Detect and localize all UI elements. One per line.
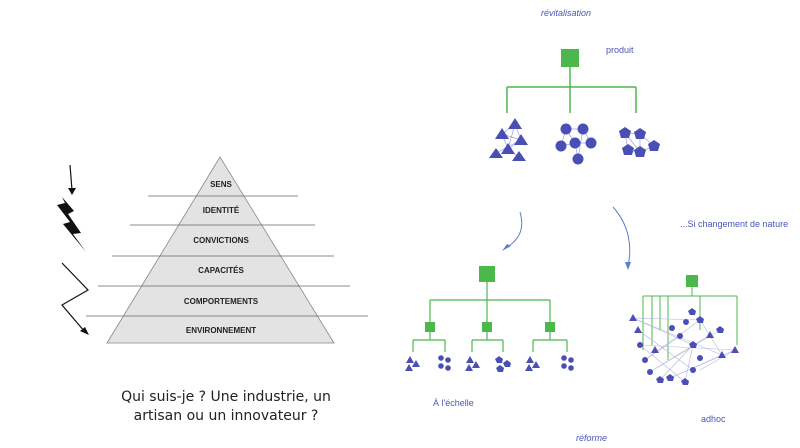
question-line-2: artisan ou un innovateur ?	[133, 408, 319, 424]
lightning-bolt-icon	[57, 197, 86, 252]
pyramid-level-comportements: COMPORTEMENTS	[184, 297, 259, 306]
pyramid-level-capacites: CAPACITÉS	[198, 266, 244, 275]
arrow-to-echelle	[505, 211, 523, 249]
adhoc-network	[629, 275, 739, 385]
question-line-1: Qui suis-je ? Une industrie, un	[121, 389, 331, 405]
label-a-l-echelle: À l'échelle	[433, 398, 474, 408]
question-text: Qui suis-je ? Une industrie, un artisan …	[100, 388, 352, 426]
triangle-cluster	[489, 118, 528, 161]
zigzag-arrow-head	[80, 327, 89, 335]
label-adhoc: adhoc	[701, 414, 726, 424]
top-product-node	[561, 49, 579, 67]
label-revitalisation: révitalisation	[541, 8, 592, 18]
top-tree	[489, 49, 660, 165]
left-arrows	[57, 164, 89, 335]
circle-cluster	[555, 123, 597, 165]
pentagon-cluster	[619, 127, 660, 157]
pyramid-level-sens: SENS	[210, 180, 232, 189]
zigzag-arrow	[61, 262, 89, 333]
arrow-to-adhoc	[612, 206, 631, 267]
pyramid-level-convictions: CONVICTIONS	[193, 236, 249, 245]
down-arrow	[69, 164, 73, 191]
transition-arrows	[502, 206, 631, 270]
pyramid-shape	[106, 156, 335, 344]
label-produit: produit	[606, 45, 634, 55]
pyramid-level-environnement: ENVIRONNEMENT	[186, 326, 256, 335]
down-arrow-head	[68, 188, 76, 195]
label-changement-de-nature: ...Si changement de nature	[680, 219, 789, 229]
pyramid-level-identite: IDENTITÉ	[203, 206, 240, 215]
label-reforme: réforme	[576, 433, 608, 443]
pyramid: SENS IDENTITÉ CONVICTIONS CAPACITÉS COMP…	[86, 156, 368, 344]
scale-tree	[405, 266, 574, 372]
